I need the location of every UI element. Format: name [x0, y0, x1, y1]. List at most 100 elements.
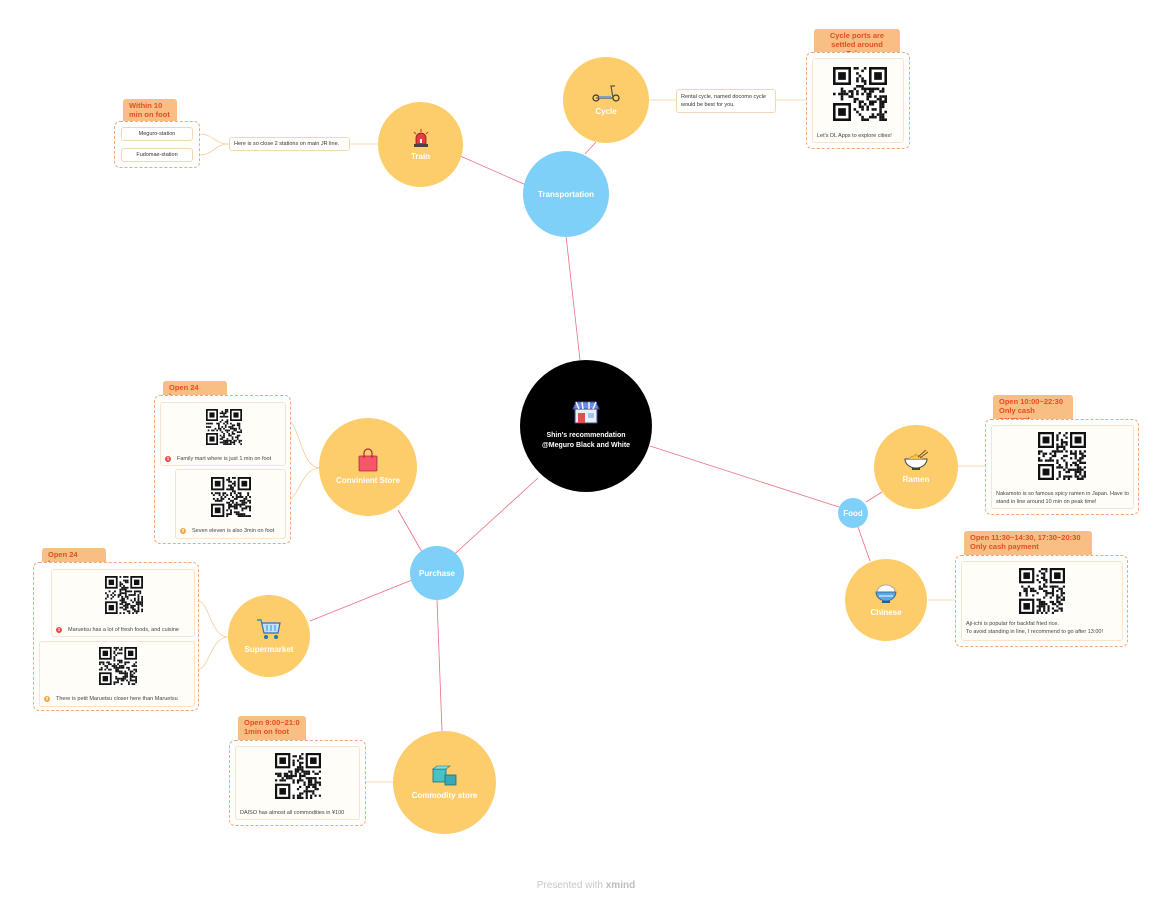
chinese-box[interactable]: Aji-ichi is popular for backfat fried ri…	[955, 555, 1128, 647]
topic-chinese[interactable]: Chinese	[845, 559, 927, 641]
cycle-box[interactable]: Let's DL Apps to explore cities!	[806, 52, 910, 149]
shopping-bag-icon	[358, 448, 378, 472]
train-tag-text: Within 10 min on foot	[129, 101, 170, 119]
commodity-tag-line2: 1min on foot	[244, 727, 289, 736]
noodle-bowl-icon	[904, 449, 929, 470]
topic-train-label: Train	[410, 151, 431, 161]
branch-transportation[interactable]: Transportation	[523, 151, 609, 237]
convenience-item-2-text: 2 Seven eleven is also 3min on foot	[180, 527, 288, 535]
train-note-text: Here is so close 2 stations on main JR l…	[234, 141, 340, 147]
badge-2: 2	[180, 527, 186, 534]
branch-food-label: Food	[843, 508, 863, 518]
chinese-caption-line2: To avoid standing in line, I recommend t…	[966, 629, 1103, 635]
chinese-tag-line1: Open 11:30~14:30, 17:30~20:30	[970, 533, 1081, 542]
convenience-item-2[interactable]: 2 Seven eleven is also 3min on foot	[175, 469, 286, 539]
line-food-ramen	[865, 491, 883, 503]
topic-ramen-label: Ramen	[902, 475, 930, 484]
line-center-food	[649, 445, 843, 509]
central-topic-line2: @Meguro Black and White	[541, 442, 631, 449]
commodity-qr-code	[275, 753, 321, 799]
line-purchase-convenience	[397, 509, 423, 553]
ramen-qr-code	[1038, 432, 1086, 480]
chinese-caption-line1: Aji-ichi is popular for backfat fried ri…	[966, 621, 1059, 627]
convenience-item-1[interactable]: 1 Family mart where is just 1 min on foot	[160, 402, 286, 466]
cycle-note-text: Rental cycle, named docomo cycle would b…	[681, 94, 766, 108]
line-center-transportation	[565, 235, 581, 361]
station-fudomae-label: Fudomae-station	[136, 152, 178, 158]
cycle-caption: Let's DL Apps to explore cities!	[817, 133, 892, 139]
boxes-icon	[431, 765, 456, 785]
station-meguro-label: Meguro-station	[138, 131, 176, 137]
line-transportation-train	[457, 154, 527, 186]
ramen-box[interactable]: Nakamoto is so famous spicy ramen in Jap…	[985, 419, 1139, 515]
convenience-qr-code-2	[211, 477, 251, 517]
train-stations-box[interactable]: Meguro-station Fudomae-station	[114, 121, 200, 168]
scooter-icon	[592, 85, 620, 102]
badge-1: 1	[56, 626, 62, 633]
convenience-tag: Open 24 hours	[163, 381, 227, 401]
convenience-item-1-text: 1 Family mart where is just 1 min on foot	[165, 455, 289, 463]
chinese-qr-code	[1019, 568, 1065, 614]
supermarket-qr-code-2	[99, 647, 137, 685]
station-meguro[interactable]: Meguro-station	[121, 127, 193, 141]
supermarket-item-2[interactable]: 2 There is petit Maruetsu closer here tha…	[39, 641, 195, 707]
branch-food[interactable]: Food	[838, 498, 868, 528]
topic-commodity-store-label: Commodity store	[411, 790, 478, 800]
ramen-caption: Nakamoto is so famous spicy ramen in Jap…	[996, 491, 1129, 505]
line-purchase-commodity	[436, 599, 443, 732]
badge-2: 2	[44, 695, 50, 702]
convenience-qr-code-1	[206, 409, 242, 445]
convenience-item-1-label: Family mart where is just 1 min on foot	[177, 456, 272, 462]
topic-commodity-store[interactable]: Commodity store	[393, 731, 496, 834]
cycle-note[interactable]: Rental cycle, named docomo cycle would b…	[676, 89, 776, 113]
supermarket-qr-code-1	[105, 576, 143, 614]
commodity-caption: DAISO has almost all commodities in ¥100	[240, 810, 345, 816]
station-fudomae[interactable]: Fudomae-station	[121, 148, 193, 162]
chinese-caption: Aji-ichi is popular for backfat fried ri…	[966, 620, 1128, 636]
cycle-tag: Cycle ports are settled around Tokyo	[814, 29, 900, 58]
line-supermarket-boxes	[195, 599, 229, 671]
supermarket-tag: Open 24 hours	[42, 548, 106, 568]
badge-1: 1	[165, 455, 171, 462]
cycle-qr-code	[833, 67, 887, 121]
central-topic[interactable]: Shin's recommendation @Meguro Black and …	[520, 360, 652, 492]
branch-purchase[interactable]: Purchase	[410, 546, 464, 600]
supermarket-box[interactable]: 1 Maruetsu has a lot of fresh foods, and …	[33, 562, 199, 711]
topic-convenience-store-label: Convinient Store	[335, 476, 400, 485]
train-note[interactable]: Here is so close 2 stations on main JR l…	[229, 137, 350, 151]
xmind-logo: xmind	[605, 880, 636, 891]
topic-supermarket[interactable]: Supermarket	[228, 595, 310, 677]
supermarket-item-2-text: 2 There is petit Maruetsu closer here tha…	[44, 695, 196, 703]
commodity-box[interactable]: DAISO has almost all commodities in ¥100	[229, 740, 366, 826]
commodity-tag: Open 9:00~21:0 1min on foot	[238, 716, 306, 740]
train-tag: Within 10 min on foot	[123, 99, 177, 121]
footer-prefix: Presented with	[536, 880, 606, 891]
line-note-train-box	[198, 133, 230, 156]
topic-train[interactable]: Train	[378, 102, 463, 187]
supermarket-item-1[interactable]: 1 Maruetsu has a lot of fresh foods, and …	[51, 569, 195, 637]
central-topic-line1: Shin's recommendation	[546, 432, 626, 439]
line-center-purchase	[447, 477, 539, 561]
rice-bowl-icon	[875, 584, 897, 603]
convenience-item-2-label: Seven eleven is also 3min on foot	[192, 528, 275, 534]
line-convenience-boxes	[285, 419, 321, 501]
footer: Presented with xmind	[0, 880, 1172, 891]
cart-icon	[257, 619, 281, 639]
supermarket-item-1-label: Maruetsu has a lot of fresh foods, and c…	[68, 627, 179, 633]
line-purchase-supermarket	[309, 579, 413, 622]
topic-supermarket-label: Supermarket	[244, 645, 294, 654]
supermarket-item-2-label: There is petit Maruetsu closer here than…	[56, 696, 178, 702]
topic-ramen[interactable]: Ramen	[874, 425, 958, 509]
topic-cycle-label: Cycle	[595, 107, 617, 116]
topic-convenience-store[interactable]: Convinient Store	[319, 418, 417, 516]
topic-cycle[interactable]: Cycle	[563, 57, 649, 143]
line-food-chinese	[857, 526, 871, 562]
topic-chinese-label: Chinese	[870, 608, 902, 617]
commodity-tag-line1: Open 9:00~21:0	[244, 718, 300, 727]
supermarket-item-1-text: 1 Maruetsu has a lot of fresh foods, and …	[56, 626, 196, 634]
branch-purchase-label: Purchase	[418, 568, 456, 578]
store-icon	[572, 401, 600, 424]
convenience-box[interactable]: 1 Family mart where is just 1 min on foot…	[154, 395, 291, 544]
chinese-tag-line2: Only cash payment	[970, 542, 1039, 551]
